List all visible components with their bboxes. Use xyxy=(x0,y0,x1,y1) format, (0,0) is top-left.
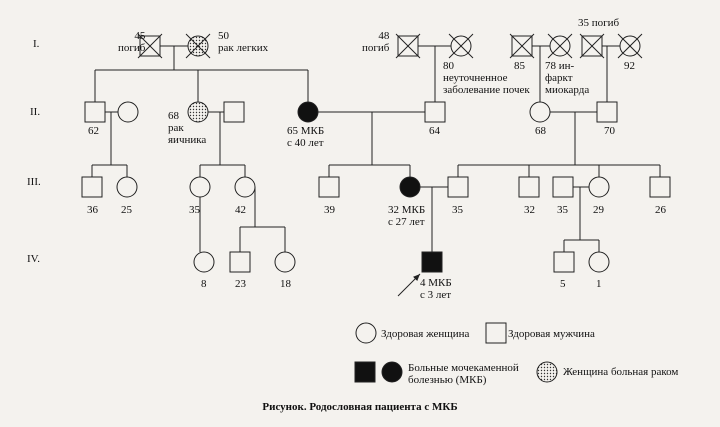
label-III-5: 39 xyxy=(324,204,335,216)
label-III-9: 35 xyxy=(557,204,568,216)
individual-II-6-square xyxy=(424,101,446,123)
individual-III-2-circle xyxy=(116,176,138,198)
individual-II-8-square xyxy=(596,101,618,123)
label-III-7: 35 xyxy=(452,204,463,216)
label-II-3: 68 рак яичника xyxy=(168,110,207,146)
generation-label-3: III. xyxy=(27,176,41,188)
label-II-1: 62 xyxy=(88,125,99,137)
individual-IV-4-square xyxy=(421,251,443,273)
figure-caption: Рисунок. Родословная пациента с МКБ xyxy=(262,401,458,413)
individual-II-4-square xyxy=(223,101,245,123)
label-I-5: 85 xyxy=(514,60,525,72)
generation-label-2: II. xyxy=(30,106,41,118)
deceased-mark2-I-2 xyxy=(185,33,211,59)
individual-II-3-circle xyxy=(187,101,209,123)
individual-II-1-square xyxy=(84,101,106,123)
legend-healthy-female: Здоровая женщина xyxy=(381,328,470,340)
label-II-8: 70 xyxy=(604,125,615,137)
label-III-8: 32 xyxy=(524,204,535,216)
label-II-6: 64 xyxy=(429,125,440,137)
legend-affected-square xyxy=(354,361,376,383)
label-I-1: 45 погиб xyxy=(118,30,146,54)
deceased-mark2-I-1 xyxy=(137,33,163,59)
individual-IV-3-circle xyxy=(274,251,296,273)
descent-II-1 xyxy=(92,112,127,166)
individual-III-11-square xyxy=(649,176,671,198)
label-I-4: 80 неуточненное заболевание почек xyxy=(443,60,530,96)
individual-III-10-circle xyxy=(588,176,610,198)
generation-label-1: I. xyxy=(33,38,40,50)
individual-III-8-square xyxy=(518,176,540,198)
individual-II-2-circle xyxy=(117,101,139,123)
individual-II-5-circle xyxy=(297,101,319,123)
individual-III-9-square xyxy=(552,176,574,198)
label-III-2: 25 xyxy=(121,204,132,216)
legend-affected: Больные мочекаменной болезнью (МКБ) xyxy=(408,362,519,386)
legend-cancer-female: Женщина больная раком xyxy=(563,366,679,378)
descent-III-9 xyxy=(564,187,599,241)
label-II-7: 68 xyxy=(535,125,546,137)
label-IV-1: 8 xyxy=(201,278,207,290)
label-I-6: 78 ин- фаркт миокарда xyxy=(545,60,590,96)
deceased-mark2-I-4 xyxy=(448,33,474,59)
label-III-4: 42 xyxy=(235,204,246,216)
generation-label-4: IV. xyxy=(27,253,40,265)
label-II-5: 65 МКБ с 40 лет xyxy=(287,125,325,149)
label-I-2: 50 рак легких xyxy=(218,30,269,54)
individual-III-1-square xyxy=(81,176,103,198)
deceased-mark2-I-7 xyxy=(579,33,605,59)
deceased-mark2-I-5 xyxy=(509,33,535,59)
individual-IV-2-square xyxy=(229,251,251,273)
individual-III-3-circle xyxy=(189,176,211,198)
label-I-3: 48 погиб xyxy=(362,30,390,54)
legend-affected-circle xyxy=(381,361,403,383)
individual-II-7-circle xyxy=(529,101,551,123)
individual-IV-6-circle xyxy=(588,251,610,273)
deceased-mark2-I-3 xyxy=(395,33,421,59)
label-IV-5: 5 xyxy=(560,278,566,290)
individual-III-5-square xyxy=(318,176,340,198)
label-III-3: 35 xyxy=(189,204,200,216)
individual-III-4-circle xyxy=(234,176,256,198)
deceased-mark2-I-6 xyxy=(547,33,573,59)
legend-circle-symbol xyxy=(355,322,377,344)
legend-healthy-male: Здоровая мужчина xyxy=(508,328,595,340)
label-III-1: 36 xyxy=(87,204,98,216)
deceased-mark2-I-8 xyxy=(617,33,643,59)
label-I-7: 35 погиб xyxy=(578,17,620,29)
label-IV-6: 1 xyxy=(596,278,602,290)
label-I-8: 92 xyxy=(624,60,635,72)
individual-IV-1-circle xyxy=(193,251,215,273)
label-III-10: 29 xyxy=(593,204,604,216)
individual-III-6-circle xyxy=(399,176,421,198)
label-IV-3: 18 xyxy=(280,278,291,290)
individual-III-7-square xyxy=(447,176,469,198)
label-IV-4: 4 МКБ с 3 лет xyxy=(420,277,452,301)
proband-arrow xyxy=(397,273,421,297)
label-III-11: 26 xyxy=(655,204,666,216)
legend-square-symbol xyxy=(485,322,507,344)
legend-cancer-circle xyxy=(536,361,558,383)
label-IV-2: 23 xyxy=(235,278,246,290)
label-III-6: 32 МКБ с 27 лет xyxy=(388,204,426,228)
individual-IV-5-square xyxy=(553,251,575,273)
